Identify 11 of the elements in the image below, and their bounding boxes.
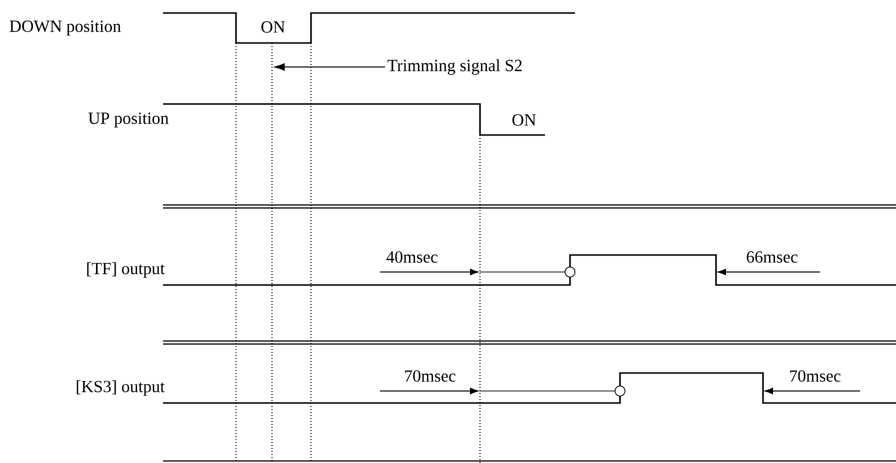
leader-line xyxy=(274,63,386,71)
state-label: ON xyxy=(512,114,536,126)
signal-name: [KS3] output xyxy=(76,380,165,396)
time-label: 70msec xyxy=(405,370,456,382)
time-label: 70msec xyxy=(790,370,840,382)
leader-text: Trimming signal S2 xyxy=(388,59,522,75)
time-label: 66msec xyxy=(746,251,798,263)
time-label: 40msec xyxy=(386,251,438,263)
signal-name: UP position xyxy=(88,112,169,128)
signal-name: DOWN position xyxy=(10,20,121,36)
signal-name: [TF] output xyxy=(87,262,165,278)
